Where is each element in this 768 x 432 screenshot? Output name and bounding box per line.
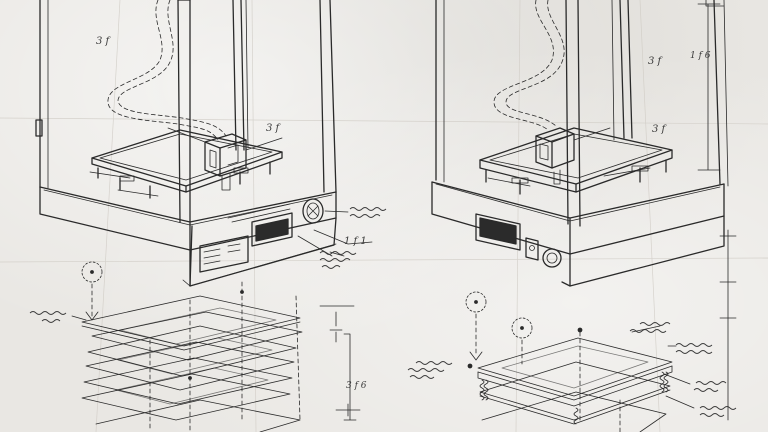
left-filament-tube <box>107 0 227 141</box>
left-control-panel <box>199 198 324 273</box>
left-print-bed <box>89 129 283 199</box>
left-print-head <box>167 127 283 191</box>
right-lcd-screen <box>479 217 517 245</box>
left-dim-mark-a: 3 f <box>96 36 112 47</box>
left-dim-mark-b: 3 f <box>266 123 282 134</box>
right-annotations <box>697 3 737 421</box>
right-exploded-layers <box>465 291 695 432</box>
right-print-bed <box>479 127 673 195</box>
left-dim-mark-d: 3 f 6 <box>346 381 367 391</box>
right-print-head <box>535 127 611 185</box>
left-dim-mark-c: 1 f 1 <box>344 236 367 247</box>
left-lcd-screen <box>255 218 289 242</box>
right-filament-tube <box>493 0 565 131</box>
left-printer-frame <box>35 0 337 287</box>
right-dim-mark-a: 3 f <box>648 56 664 67</box>
right-scribble-notes <box>407 322 737 417</box>
right-dim-mark-b: 3 f <box>652 124 668 135</box>
right-control-panel <box>475 213 562 268</box>
right-dim-mark-c: 1 f 6 <box>690 51 711 61</box>
left-exploded-layers <box>71 261 361 432</box>
left-scribble-notes <box>29 207 387 323</box>
right-printer-frame <box>431 0 729 287</box>
